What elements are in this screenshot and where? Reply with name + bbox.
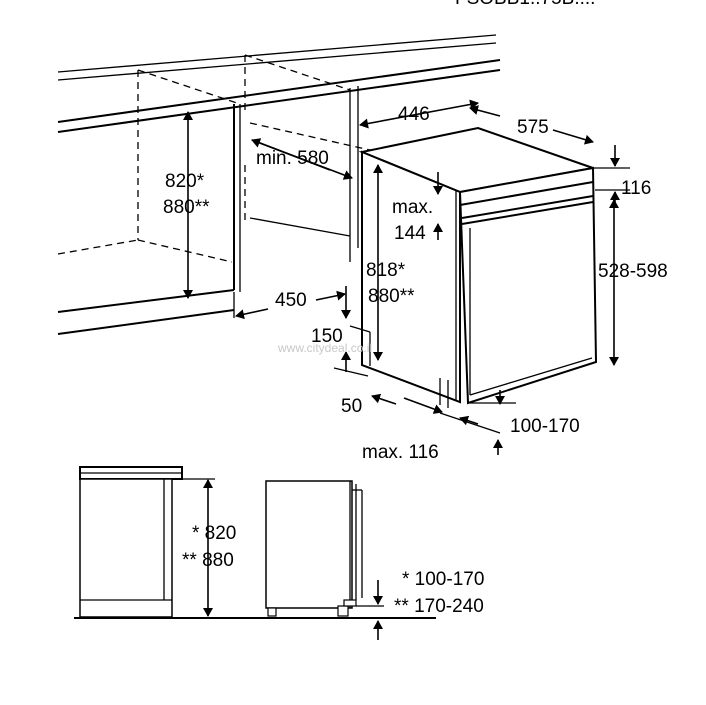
label-dstar-880: ** 880 xyxy=(182,550,234,571)
dimension-lines-upper xyxy=(183,99,630,455)
dishwasher-body xyxy=(349,126,598,408)
label-star-100-170: * 100-170 xyxy=(402,569,484,590)
side-view-cabinet xyxy=(74,466,436,619)
label-150: 150 xyxy=(311,326,343,347)
label-max-116: max. 116 xyxy=(362,442,439,463)
label-450: 450 xyxy=(275,290,307,311)
label-880: 880** xyxy=(163,197,210,218)
label-818: 818* xyxy=(366,260,406,281)
label-50: 50 xyxy=(341,396,362,417)
label-446: 446 xyxy=(398,104,430,125)
label-min-580: min. 580 xyxy=(256,148,329,169)
watermark: www.citydeal.co.il xyxy=(277,341,372,355)
worktop-and-cabinets xyxy=(57,34,501,335)
label-144: 144 xyxy=(394,223,426,244)
label-100-170: 100-170 xyxy=(510,416,580,437)
header-code: FSOBB1..75B.... xyxy=(455,0,595,9)
label-star-820: * 820 xyxy=(192,523,236,544)
label-116-top: 116 xyxy=(621,178,651,199)
label-528-598: 528-598 xyxy=(598,261,668,282)
label-880-b: 880** xyxy=(368,286,415,307)
label-820: 820* xyxy=(165,171,205,192)
label-dstar-170-240: ** 170-240 xyxy=(394,596,484,617)
side-view-dishwasher xyxy=(265,480,384,640)
label-575: 575 xyxy=(517,117,549,138)
label-max: max. xyxy=(392,197,433,218)
